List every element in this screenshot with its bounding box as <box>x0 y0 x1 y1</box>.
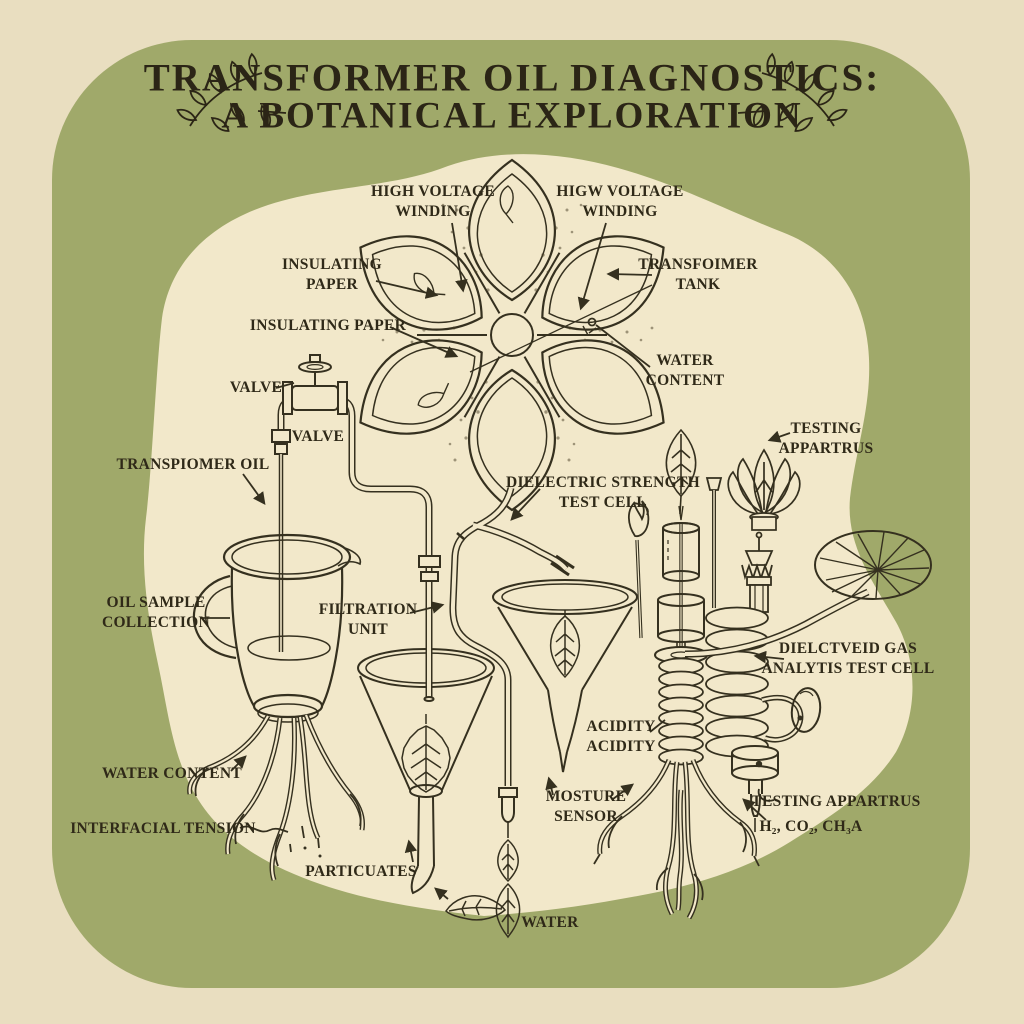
label-testing-apparatus-top: TESTING APPARTRUS <box>778 420 874 457</box>
egg-oval-icon <box>790 687 822 733</box>
falling-leaf-icon <box>445 838 521 939</box>
funnel-leaf-icon <box>549 610 581 679</box>
label-water: WATER <box>521 914 579 932</box>
dielectric-funnel <box>492 579 638 773</box>
grinder-nozzle-icon <box>741 531 774 613</box>
acidity-test-cell <box>654 428 708 664</box>
stipple-dots <box>370 203 654 462</box>
oil-sample-beaker <box>192 533 362 723</box>
label-dielectric-strength-test-cell: DIELECTRIC STRENGTH TEST CELL <box>506 474 700 511</box>
transformer-flower <box>359 158 665 512</box>
label-transformer-tank: TRANSFOIMER TANK <box>638 256 758 293</box>
poster-title-line1: TRANSFORMER OIL DIAGNOSTICS: <box>143 56 881 100</box>
label-particulates: PARTICUATES <box>305 863 417 881</box>
label-valve-1: VALVE <box>229 379 283 397</box>
label-oil-sample-collection: OIL SAMPLE COLLECTION <box>101 594 211 631</box>
stirring-rod <box>705 477 723 608</box>
label-insulating-paper-1: INSULATING PAPER <box>281 256 383 293</box>
acidity-roots <box>593 759 760 920</box>
label-valve-2: VALVE <box>291 428 345 446</box>
label-dissolved-gases: H₂, CO₂, CH₃A <box>759 818 863 836</box>
coil-loop <box>761 694 804 743</box>
label-water-content-flower: WATER CONTENT <box>645 352 725 389</box>
label-moisture-sensor: MOSTURE SENSOR <box>545 788 627 825</box>
valve-assembly <box>271 354 348 455</box>
match-icon <box>627 500 650 639</box>
label-water-content-roots: WATER CONTENT <box>101 765 243 783</box>
label-transformer-oil: TRANSPIOMER OIL <box>116 456 270 474</box>
lily-pad-icon <box>814 530 932 600</box>
serrated-leaf-icon <box>401 714 451 793</box>
label-acidity: ACIDITY ACIDITY <box>586 718 656 755</box>
moisture-nozzle <box>445 787 521 939</box>
leader-lines <box>200 222 791 901</box>
beaker-roots <box>187 714 365 881</box>
label-interfacial-tension: INTERFACIAL TENSION <box>70 820 256 838</box>
label-high-voltage-winding-left: HIGH VOLTAGE WINDING <box>370 183 496 220</box>
label-insulating-paper-2: INSULATING PAPER <box>249 317 407 335</box>
leaf-on-stem-icon <box>665 428 697 515</box>
lily-tube <box>684 588 870 658</box>
dga-base-cylinder <box>731 745 779 832</box>
label-testing-apparatus-bottom: TESTING APPARTRUS <box>751 793 921 811</box>
poster-title-line2: A BOTANICAL EXPLORATION <box>221 95 803 137</box>
label-filtration-unit: FILTRATION UNIT <box>318 601 418 638</box>
label-dga-test-cell: DIELCTVEID GAS ANALYTIS TEST CELL <box>761 640 935 677</box>
laurel-ornaments <box>174 52 850 135</box>
label-high-voltage-winding-right: HIGW VOLTAGE WINDING <box>556 183 684 220</box>
lotus-bud-icon <box>727 448 801 531</box>
